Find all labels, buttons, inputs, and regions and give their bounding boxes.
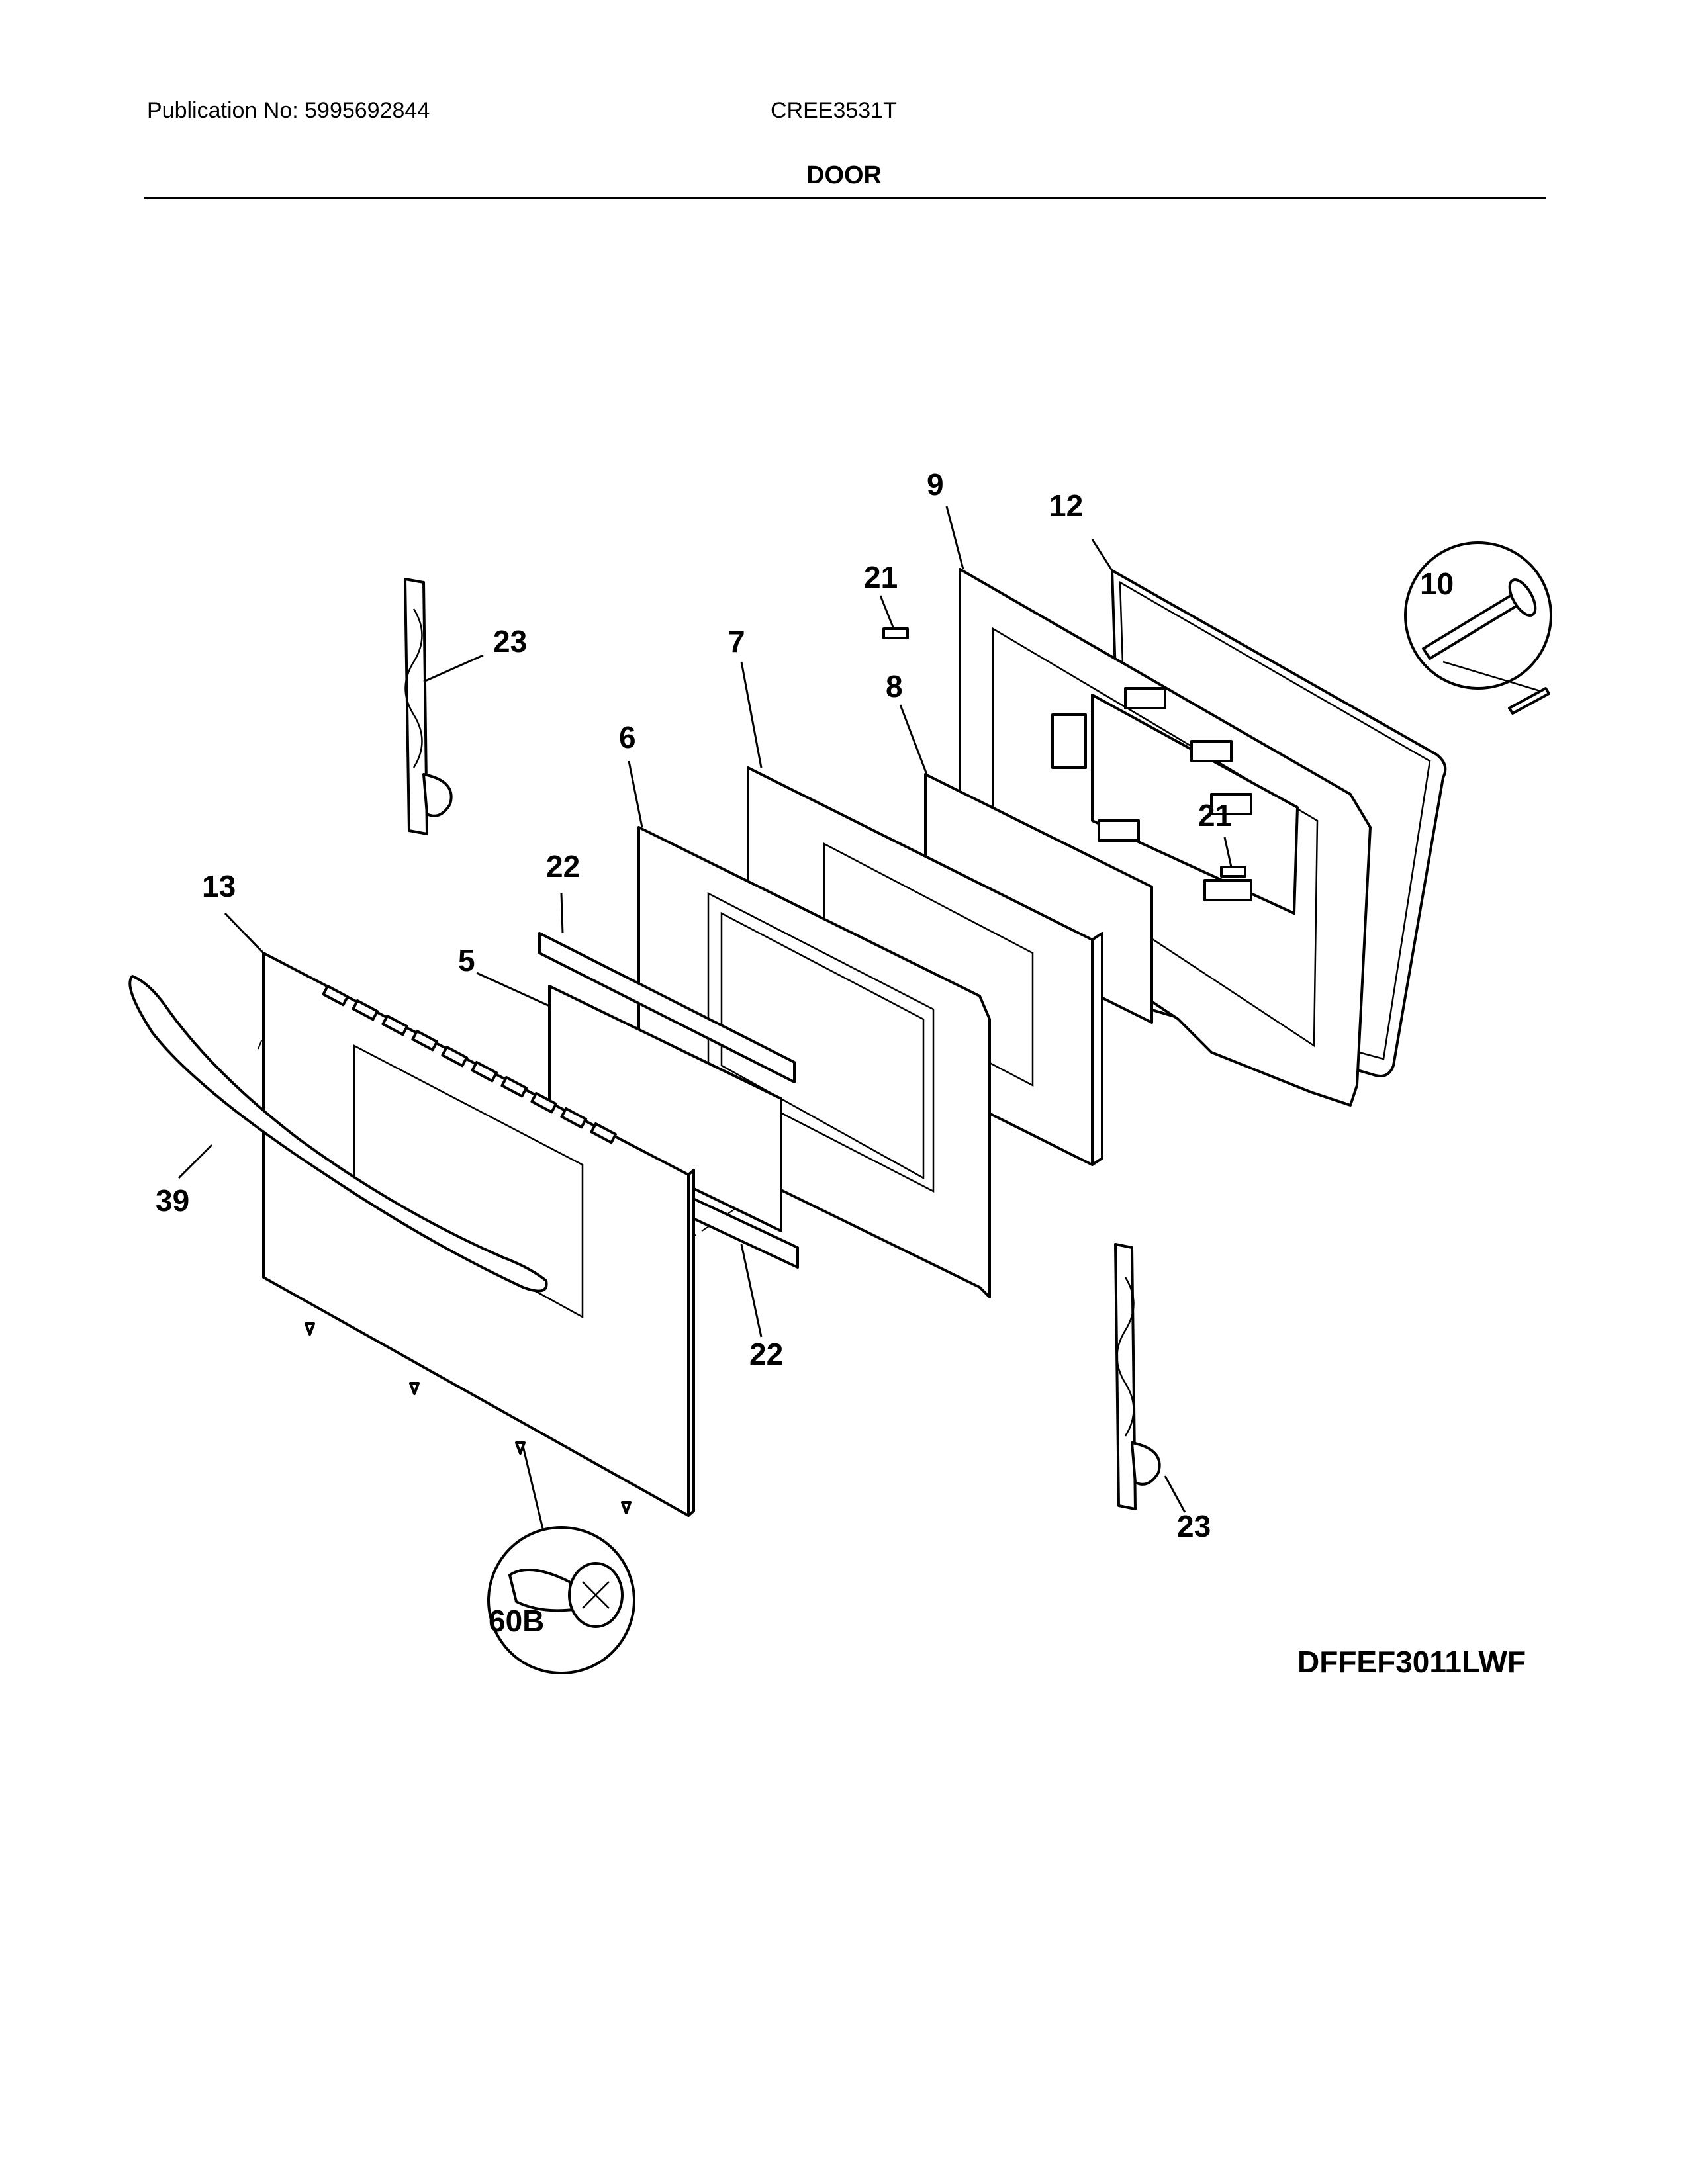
- callout-21-lower: 21: [1198, 798, 1232, 833]
- inner-glass-part-5: [548, 985, 782, 1232]
- model-number: CREE3531T: [771, 98, 897, 123]
- door-handle-part-39: [128, 975, 548, 1293]
- door-screws: [305, 1322, 632, 1514]
- callout-5: 5: [458, 943, 475, 978]
- callout-39: 39: [156, 1183, 189, 1218]
- hinge-upper-part-23: [404, 578, 453, 835]
- callout-23-upper: 23: [493, 624, 527, 659]
- trim-strip-upper-part-22: [538, 932, 796, 1083]
- publication-number: Publication No: 5995692844: [147, 98, 430, 123]
- screw-detail-part-10: [1404, 541, 1552, 715]
- callout-10: 10: [1420, 567, 1454, 601]
- clip-upper-part-21: [882, 627, 909, 639]
- screw-detail-part-60b: [487, 1445, 635, 1674]
- clip-lower-part-21: [1220, 866, 1246, 878]
- callout-9: 9: [927, 467, 944, 502]
- hinge-lower-part-23: [1114, 1243, 1161, 1510]
- callout-12: 12: [1049, 488, 1083, 523]
- diagram-code: DFFEF3011LWF: [1297, 1645, 1526, 1679]
- callout-22-lower: 22: [749, 1337, 783, 1371]
- callout-13: 13: [202, 869, 236, 903]
- callout-21-upper: 21: [864, 560, 898, 594]
- vent-slots: [322, 984, 618, 1144]
- callout-23-lower: 23: [1177, 1509, 1211, 1543]
- callout-22-upper: 22: [546, 849, 580, 884]
- callout-60b: 60B: [489, 1604, 544, 1638]
- outer-door-panel-part-13: [262, 952, 695, 1517]
- inner-door-liner-part-9: [959, 568, 1372, 1107]
- callout-6: 6: [619, 720, 636, 754]
- leader-lines: [177, 506, 1233, 1513]
- callout-8: 8: [886, 669, 903, 704]
- header-rule: [144, 197, 1546, 199]
- section-title: DOOR: [806, 161, 882, 189]
- callout-7: 7: [728, 624, 745, 659]
